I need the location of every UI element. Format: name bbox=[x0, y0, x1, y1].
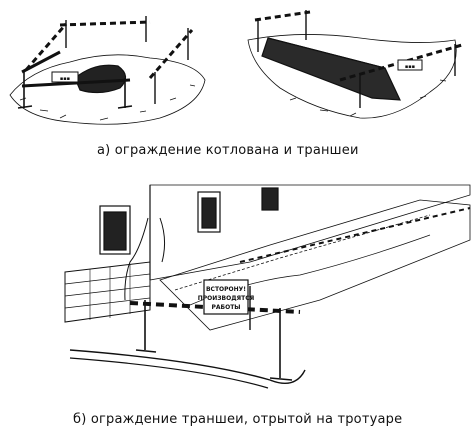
sidewalk-trench-drawing bbox=[64, 184, 471, 389]
caption-pit-and-trench-fencing: а) ограждение котлована и траншеи bbox=[97, 143, 359, 158]
sign-line-3: РАБОТЫ bbox=[211, 304, 240, 311]
sign-line-2: ПРОИЗВОДЯТСЯ bbox=[198, 295, 255, 302]
pit-fencing-drawing: ▪▪▪ bbox=[9, 16, 206, 125]
sign-line-1: ВСТОРОНУ! bbox=[206, 286, 246, 293]
caption-sidewalk-trench-fencing: б) ограждение траншеи, отрытой на тротуа… bbox=[73, 412, 403, 427]
svg-text:▪▪▪: ▪▪▪ bbox=[60, 76, 70, 82]
svg-text:▪▪▪: ▪▪▪ bbox=[405, 64, 415, 70]
trench-fencing-drawing: ▪▪▪ bbox=[247, 10, 463, 119]
